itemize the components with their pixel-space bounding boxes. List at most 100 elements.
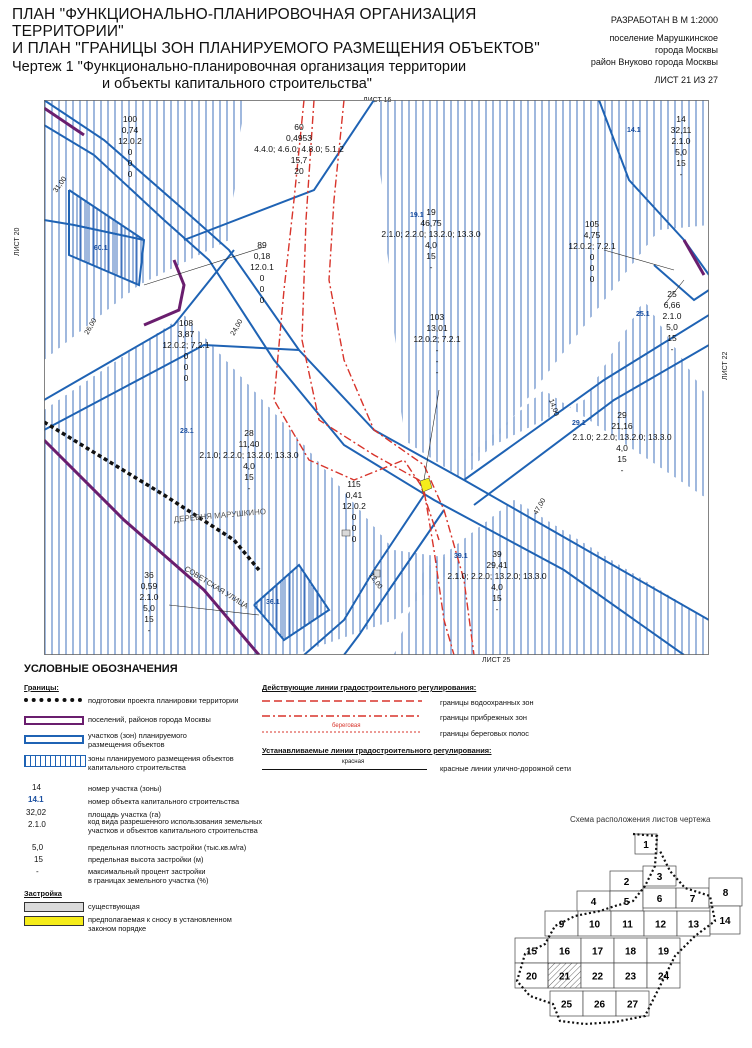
parcel-28-line-5: - bbox=[248, 483, 251, 493]
parcel-14-line-1: 32,11 bbox=[671, 125, 692, 135]
parcel-19-line-2: 2.1.0; 2.2.0; 13.2.0; 13.3.0 bbox=[381, 229, 481, 239]
zone-19-1: 19.1 bbox=[410, 212, 424, 219]
road-east-b bbox=[473, 344, 709, 506]
title-line-2: И ПЛАН "ГРАНИЦЫ ЗОН ПЛАНИРУЕМОГО РАЗМЕЩЕ… bbox=[12, 40, 540, 57]
building-demolition bbox=[419, 477, 433, 493]
parcel-100-line-0: 100 bbox=[123, 114, 137, 124]
leader-25 bbox=[663, 279, 685, 306]
scheme-cell-label-16: 16 bbox=[559, 947, 571, 958]
parcel-25-line-1: 6,66 bbox=[664, 300, 681, 310]
parcel-28-line-1: 11,40 bbox=[239, 439, 260, 449]
parcel-29-line-3: 4,0 bbox=[616, 443, 628, 453]
legend-n5t: предельная плотность застройки (тыс.кв.м… bbox=[88, 843, 247, 852]
zone-hatch-north bbox=[44, 100, 709, 480]
legend-n2: 14.1 bbox=[28, 795, 44, 804]
legend-b4a: зоны планируемого размещения объектов bbox=[88, 754, 234, 763]
map-frame bbox=[44, 100, 709, 655]
parcel-39-line-2: 2.1.0; 2.2.0; 13.2.0; 13.3.0 bbox=[447, 571, 547, 581]
district-border-mid bbox=[143, 259, 186, 327]
parcel-60-line-2: 4.4.0; 4.6.0; 4.8.0; 5.1.2 bbox=[254, 144, 344, 154]
parcel-108-line-3: 0 bbox=[184, 351, 189, 361]
scheme-cell-16 bbox=[547, 937, 582, 964]
parcel-103-line-3: - bbox=[436, 345, 439, 355]
legend-new1-tag: красная bbox=[342, 759, 365, 765]
scheme-cell-label-19: 19 bbox=[658, 947, 670, 958]
scheme-cell-label-4: 4 bbox=[591, 897, 597, 908]
zone-hatch-east bbox=[464, 300, 709, 500]
scheme-cell-label-27: 27 bbox=[627, 1000, 639, 1011]
district-border-ne bbox=[682, 239, 706, 276]
legend-district-swatch bbox=[24, 716, 84, 725]
zone-36-1: 36.1 bbox=[266, 599, 280, 606]
zone-25-1: 25.1 bbox=[636, 311, 650, 318]
parcel-28-line-0: 28 bbox=[244, 428, 254, 438]
parcel-29-line-1: 21,16 bbox=[611, 421, 633, 431]
scheme-cell-22 bbox=[580, 962, 615, 989]
legend-reg2: границы прибрежных зон bbox=[440, 713, 527, 722]
legend-b3b: размещения объектов bbox=[88, 740, 165, 749]
legend-n4: 2.1.0 bbox=[28, 820, 46, 829]
parcel-105-line-4: 0 bbox=[590, 263, 595, 273]
parcel-115-line-5: 0 bbox=[352, 534, 357, 544]
parcel-29-line-5: - bbox=[621, 465, 624, 475]
zone-28-1: 28.1 bbox=[180, 428, 194, 435]
legend-n3: 32,02 bbox=[26, 808, 47, 817]
legend-zone-swatch bbox=[24, 735, 84, 744]
scheme-cell-label-3: 3 bbox=[657, 872, 663, 883]
scheme-cell-label-20: 20 bbox=[526, 972, 538, 983]
zone-hatch-south bbox=[394, 500, 709, 655]
place-line-1: поселение Марушкинское bbox=[609, 33, 718, 43]
parcel-36-line-0: 36 bbox=[144, 570, 154, 580]
parcel-115-line-2: 12.0.2 bbox=[342, 501, 366, 511]
parcel-89-line-4: 0 bbox=[260, 284, 265, 294]
project-boundary bbox=[44, 420, 261, 572]
scheme-cell-label-6: 6 bbox=[657, 894, 663, 905]
scheme-cell-19 bbox=[646, 937, 681, 964]
scheme-cell-label-15: 15 bbox=[526, 947, 538, 958]
parcel-36-line-3: 5,0 bbox=[143, 603, 155, 613]
legend-n7ta: максимальный процент застройки bbox=[88, 867, 206, 876]
legend-demolition-swatch bbox=[24, 916, 84, 926]
legend-n4ta: код вида разрешенного использования земе… bbox=[88, 817, 263, 826]
scheme-cell-8 bbox=[708, 877, 743, 907]
building-existing-1 bbox=[341, 529, 351, 537]
zone-39-1: 39.1 bbox=[454, 553, 468, 560]
parcel-105-line-1: 4,75 bbox=[584, 230, 601, 240]
zone-14-1: 14.1 bbox=[627, 127, 641, 134]
parcel-115-line-1: 0,41 bbox=[346, 490, 363, 500]
scheme-cell-label-14: 14 bbox=[719, 916, 731, 927]
parcel-108-line-2: 12.0.2; 7.2.1 bbox=[162, 340, 210, 350]
parcel-28-line-4: 15 bbox=[244, 472, 254, 482]
parcel-19-line-5: - bbox=[430, 262, 433, 272]
parcel-100-line-4: 0 bbox=[128, 158, 133, 168]
parcel-60-line-3: 15,7 bbox=[291, 155, 308, 165]
scheme-cell-label-9: 9 bbox=[559, 920, 565, 931]
parcel-36-line-1: 0,59 bbox=[141, 581, 158, 591]
parcel-25-line-0: 25 bbox=[667, 289, 677, 299]
parcel-103-line-5: - bbox=[436, 367, 439, 377]
sheet-ref-right: ЛИСТ 22 bbox=[722, 351, 729, 380]
legend-n2t: номер объекта капитального строительства bbox=[88, 797, 240, 806]
legend-reg3: границы береговых полос bbox=[440, 729, 529, 738]
parcel-89-line-5: 0 bbox=[260, 295, 265, 305]
zone-boundary-east bbox=[653, 264, 709, 302]
legend-b3a: участков (зон) планируемого bbox=[88, 731, 187, 740]
scheme-cell-23 bbox=[613, 962, 648, 989]
open-strip bbox=[184, 100, 399, 440]
parcel-14-line-4: 15 bbox=[676, 158, 686, 168]
leader-103 bbox=[423, 389, 440, 481]
legend-new1: красные линии улично-дорожной сети bbox=[440, 764, 571, 773]
building-existing-2 bbox=[373, 569, 381, 578]
scheme-cell-label-8: 8 bbox=[723, 888, 729, 899]
legend-existing-swatch bbox=[24, 902, 84, 912]
legend-reg-title: Действующие линии градостроительного рег… bbox=[262, 683, 477, 692]
legend-build1: существующая bbox=[88, 902, 140, 911]
parcel-103-line-2: 12.0.2; 7.2.1 bbox=[413, 334, 461, 344]
legend-build-title: Застройка bbox=[24, 889, 62, 898]
parcel-39-line-3: 4,0 bbox=[491, 582, 503, 592]
parcel-28-line-2: 2.1.0; 2.2.0; 13.2.0; 13.3.0 bbox=[199, 450, 299, 460]
legend-reg1: границы водоохранных зон bbox=[440, 698, 534, 707]
parcel-60-line-5: - bbox=[298, 177, 301, 187]
parcel-29-line-0: 29 bbox=[617, 410, 627, 420]
legend-b2: поселений, районов города Москвы bbox=[88, 715, 211, 724]
